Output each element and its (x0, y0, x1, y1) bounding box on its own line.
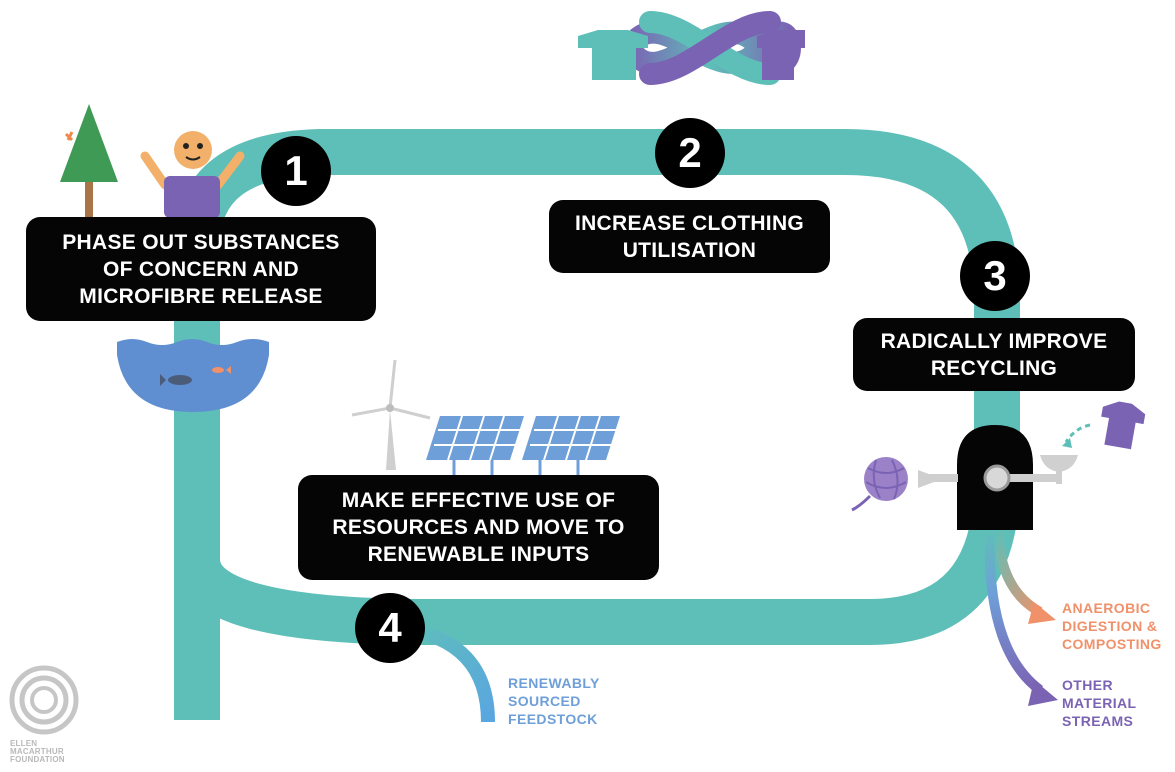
feedstock-label-line: FEEDSTOCK (508, 711, 598, 727)
feedstock-label: RENEWABLY SOURCED FEEDSTOCK (508, 674, 600, 728)
step-2-number: 2 (655, 118, 725, 188)
logo-line: ELLEN (10, 739, 38, 748)
shirt-icon (1101, 401, 1146, 450)
yarn-ball-icon (851, 457, 934, 512)
step-3-line: RECYCLING (930, 356, 1058, 380)
logo-line: FOUNDATION (10, 755, 65, 764)
step-4-line: RESOURCES AND MOVE TO (332, 516, 625, 539)
solar-panel-icon (426, 415, 620, 478)
step-2-box: INCREASE CLOTHING UTILISATION (549, 200, 830, 273)
step-1-line: PHASE OUT SUBSTANCES (62, 230, 340, 254)
feedstock-label-line: RENEWABLY (508, 675, 600, 691)
step-1-line: MICROFIBRE RELEASE (79, 284, 323, 308)
anaerobic-arrowhead (1028, 602, 1056, 624)
other-streams-label-line: OTHER (1062, 677, 1113, 693)
wind-turbine-icon (351, 359, 431, 470)
tree-icon (60, 104, 118, 218)
anaerobic-label: ANAEROBIC DIGESTION & COMPOSTING (1062, 599, 1162, 653)
step-3-box: RADICALLY IMPROVE RECYCLING (853, 318, 1135, 391)
step-3-line: RADICALLY IMPROVE (880, 329, 1108, 353)
water-fish-icon (117, 339, 269, 412)
logo-line: MACARTHUR (10, 747, 64, 756)
foundation-logo-text: ELLEN MACARTHUR FOUNDATION (10, 740, 65, 764)
anaerobic-label-line: COMPOSTING (1062, 636, 1162, 652)
step-2-line: INCREASE CLOTHING (574, 211, 805, 235)
step-4-line: RENEWABLE INPUTS (367, 543, 590, 566)
other-outflow (984, 529, 1044, 695)
other-streams-label: OTHER MATERIAL STREAMS (1062, 676, 1137, 730)
step-4-number: 4 (355, 593, 425, 663)
step-4-line: MAKE EFFECTIVE USE OF (341, 489, 616, 512)
foundation-logo-icon (9, 665, 79, 735)
step-2-line: UTILISATION (622, 238, 757, 262)
step-1-line: OF CONCERN AND (103, 257, 299, 281)
anaerobic-label-line: DIGESTION & (1062, 618, 1158, 634)
feedstock-label-line: SOURCED (508, 693, 581, 709)
other-streams-label-line: STREAMS (1062, 713, 1134, 729)
anaerobic-label-line: ANAEROBIC (1062, 600, 1151, 616)
anaerobic-outflow (993, 529, 1043, 617)
other-streams-label-line: MATERIAL (1062, 695, 1137, 711)
step-1-number: 1 (261, 136, 331, 206)
step-3-number: 3 (960, 241, 1030, 311)
infinity-shirts-icon (578, 11, 805, 85)
recycling-machine-icon (920, 423, 1091, 530)
other-arrowhead (1028, 680, 1058, 706)
person-icon (140, 131, 245, 218)
step-4-box: MAKE EFFECTIVE USE OF RESOURCES AND MOVE… (298, 475, 659, 580)
step-1-box: PHASE OUT SUBSTANCES OF CONCERN AND MICR… (26, 217, 376, 321)
